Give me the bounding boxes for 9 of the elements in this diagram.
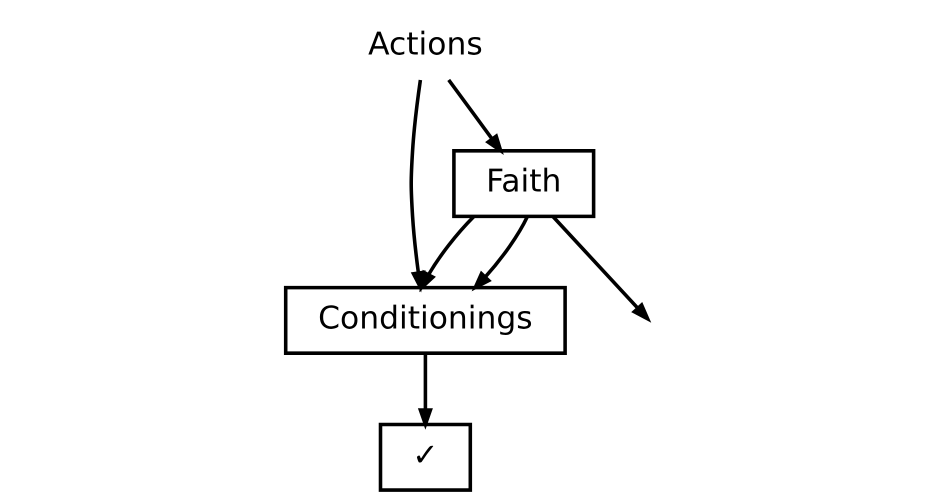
arrow (551, 216, 651, 323)
node-box: Faith (452, 149, 595, 218)
arrow (471, 216, 528, 292)
node-box: ✓ (378, 422, 472, 492)
node-text: Actions (368, 26, 482, 63)
arrow (418, 216, 474, 292)
node-box: Conditionings (283, 286, 566, 355)
arrow (417, 354, 432, 430)
arrow (446, 78, 504, 155)
